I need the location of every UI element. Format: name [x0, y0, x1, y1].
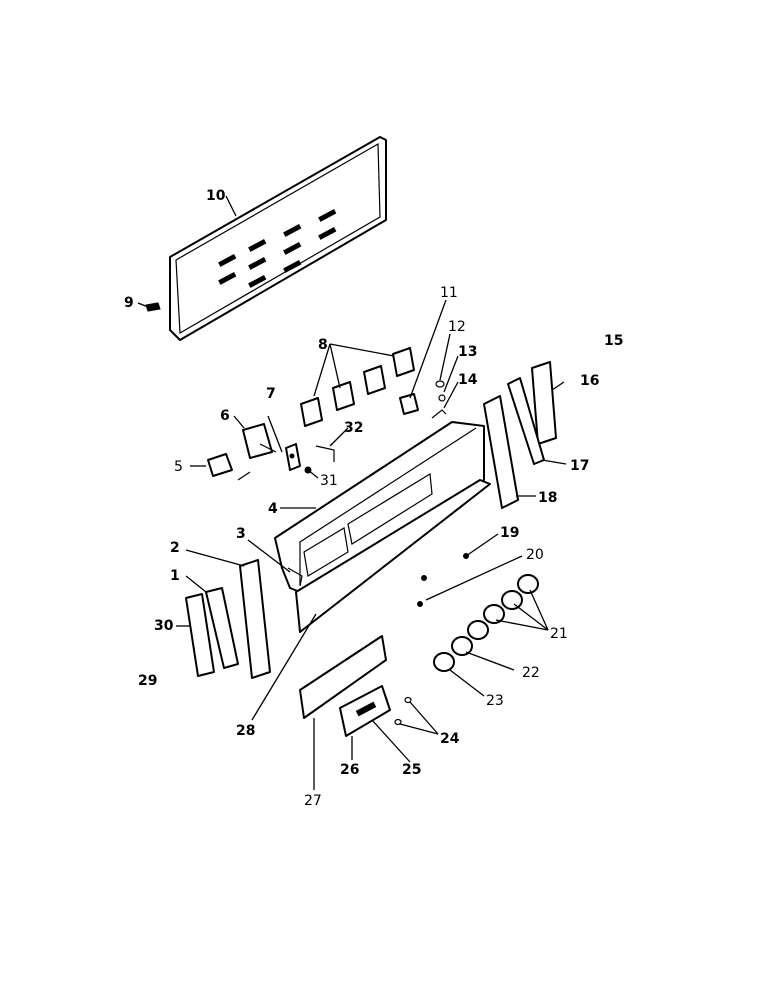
part-21-knobs	[467, 574, 539, 640]
label-16: 16	[580, 373, 599, 389]
label-13: 13	[458, 344, 477, 360]
label-28: 28	[236, 723, 255, 739]
part-14-screw	[431, 409, 447, 419]
label-29: 29	[138, 673, 157, 689]
label-21: 21	[550, 626, 568, 642]
label-32: 32	[344, 420, 363, 436]
part-4-control-panel	[274, 421, 485, 593]
label-15: 15	[604, 333, 623, 349]
label-12: 12	[448, 319, 466, 335]
part-13-nut	[438, 394, 446, 402]
part-20-screw	[417, 575, 427, 607]
part-2-end-bracket	[239, 559, 271, 679]
part-18-bracket	[483, 395, 519, 509]
label-9: 9	[124, 295, 134, 311]
label-31: 31	[320, 473, 338, 489]
part-5-control	[207, 453, 251, 481]
label-18: 18	[538, 490, 557, 506]
label-5: 5	[174, 459, 183, 475]
label-8: 8	[318, 337, 328, 353]
part-25-clock	[339, 685, 391, 737]
part-labels: 10 9 8 11 12 13 14 15 16 17 18 7 6 5 32 …	[124, 188, 623, 809]
part-9-screw	[145, 302, 161, 312]
label-10: 10	[206, 188, 226, 204]
label-6: 6	[220, 408, 230, 424]
part-22-knob	[451, 636, 473, 656]
label-1: 1	[170, 568, 180, 584]
label-2: 2	[170, 540, 180, 556]
part-10-back-panel	[169, 136, 387, 341]
part-6-control	[242, 423, 277, 459]
part-7-bracket	[285, 443, 301, 471]
label-4: 4	[268, 501, 278, 517]
part-8-switches	[300, 347, 415, 427]
label-27: 27	[304, 793, 322, 809]
label-3: 3	[236, 526, 246, 542]
part-27-bracket	[299, 635, 387, 719]
part-16-end-cap	[531, 361, 557, 445]
part-11-lamp	[399, 393, 419, 415]
label-19: 19	[500, 525, 519, 541]
part-23-knob	[433, 652, 455, 672]
label-11: 11	[440, 285, 458, 301]
label-24: 24	[440, 731, 460, 747]
part-28-trim	[295, 479, 491, 633]
label-20: 20	[526, 547, 544, 563]
label-26: 26	[340, 762, 359, 778]
label-30: 30	[154, 618, 174, 634]
part-32-clip	[315, 445, 335, 462]
part-30-side-trim	[185, 593, 215, 677]
label-14: 14	[458, 372, 478, 388]
label-22: 22	[522, 665, 540, 681]
label-17: 17	[570, 458, 589, 474]
label-25: 25	[402, 762, 421, 778]
part-24-washers	[394, 696, 412, 726]
leader-lines	[137, 195, 567, 790]
label-7: 7	[266, 386, 276, 402]
part-3-clip	[287, 567, 303, 587]
part-12-washer	[435, 380, 445, 388]
label-23: 23	[486, 693, 504, 709]
part-1-trim	[205, 587, 239, 669]
